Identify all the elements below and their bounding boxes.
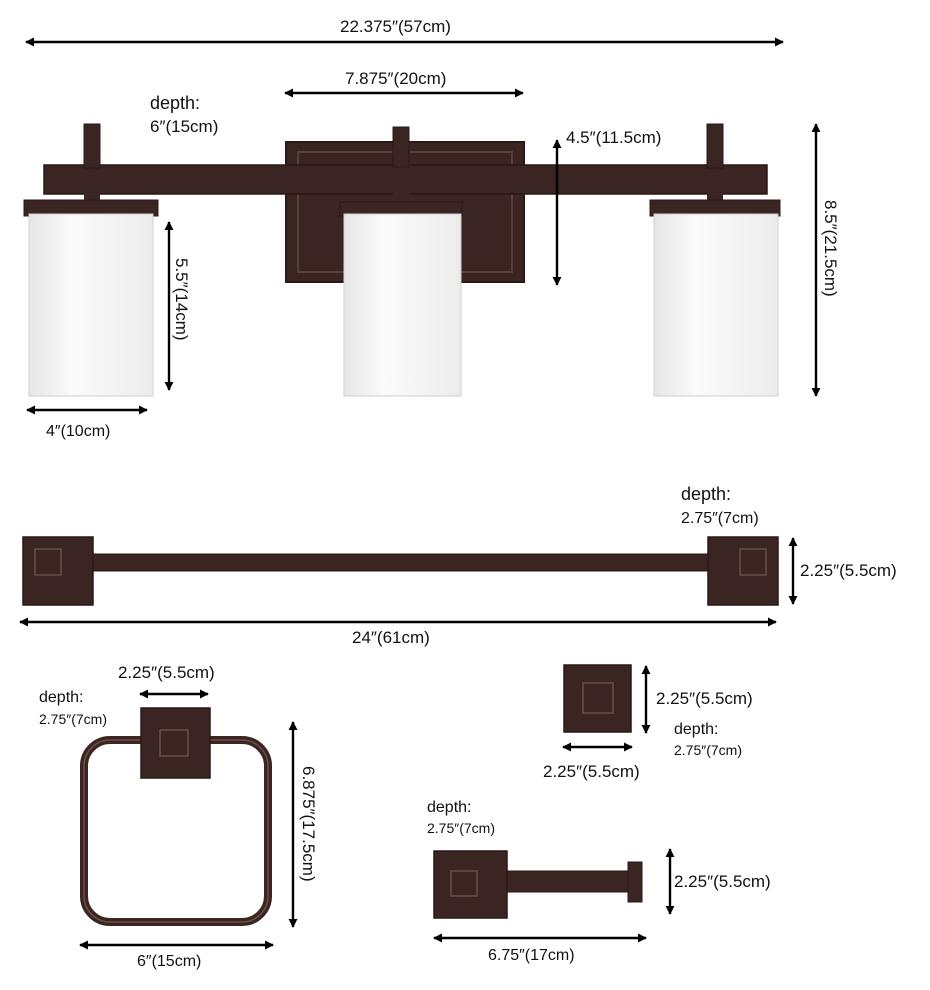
label-backplate-width: 7.875″(20cm) — [345, 69, 447, 88]
label-towel-bar-length: 24″(61cm) — [352, 628, 430, 647]
label-vanity-depth: 6″(15cm) — [150, 117, 219, 136]
vanity-shade-left — [28, 213, 154, 397]
towel-bar-rod — [79, 553, 731, 572]
label-hook-depth-title: depth: — [674, 721, 719, 738]
vanity-finial-center — [392, 126, 410, 168]
paper-holder-plate — [433, 850, 508, 919]
label-holder-depth-title: depth: — [427, 799, 472, 816]
vanity-shade-right — [653, 213, 779, 397]
vanity-shade-center — [343, 213, 462, 397]
label-towel-bar-plate: 2.25″(5.5cm) — [800, 561, 897, 580]
label-overall-height: 8.5″(21.5cm) — [821, 200, 840, 297]
dimension-arrows — [19, 37, 821, 950]
label-ring-height: 6.875″(17.5cm) — [299, 766, 318, 882]
label-overall-width: 22.375″(57cm) — [340, 17, 451, 36]
label-ring-width: 6″(15cm) — [137, 953, 202, 970]
label-holder-length: 6.75″(17cm) — [488, 947, 575, 964]
vanity-finial-left — [83, 123, 101, 169]
paper-holder-fixture — [433, 850, 643, 919]
vanity-bar — [43, 164, 768, 195]
towel-ring-fixture — [80, 707, 272, 926]
label-towel-bar-depth: 2.75″(7cm) — [681, 510, 759, 527]
label-ring-plate-width: 2.25″(5.5cm) — [118, 663, 215, 682]
label-hook-width: 2.25″(5.5cm) — [543, 762, 640, 781]
paper-holder-end — [627, 861, 643, 903]
label-holder-height: 2.25″(5.5cm) — [674, 872, 771, 891]
label-shade-width: 4″(10cm) — [46, 423, 111, 440]
label-shade-height: 5.5″(14cm) — [172, 258, 191, 341]
robe-hook-fixture — [563, 664, 632, 733]
vanity-finial-right — [706, 123, 724, 169]
label-ring-depth-title: depth: — [39, 689, 84, 706]
label-backplate-height: 4.5″(11.5cm) — [566, 128, 662, 147]
label-holder-depth: 2.75″(7cm) — [427, 820, 495, 836]
towel-bar-fixture — [22, 536, 779, 606]
label-ring-depth: 2.75″(7cm) — [39, 711, 107, 727]
vanity-light-fixture — [23, 123, 781, 397]
label-towel-bar-depth-title: depth: — [681, 484, 732, 504]
label-hook-height: 2.25″(5.5cm) — [656, 689, 753, 708]
label-vanity-depth-title: depth: — [150, 93, 201, 113]
label-hook-depth: 2.75″(7cm) — [674, 742, 742, 758]
